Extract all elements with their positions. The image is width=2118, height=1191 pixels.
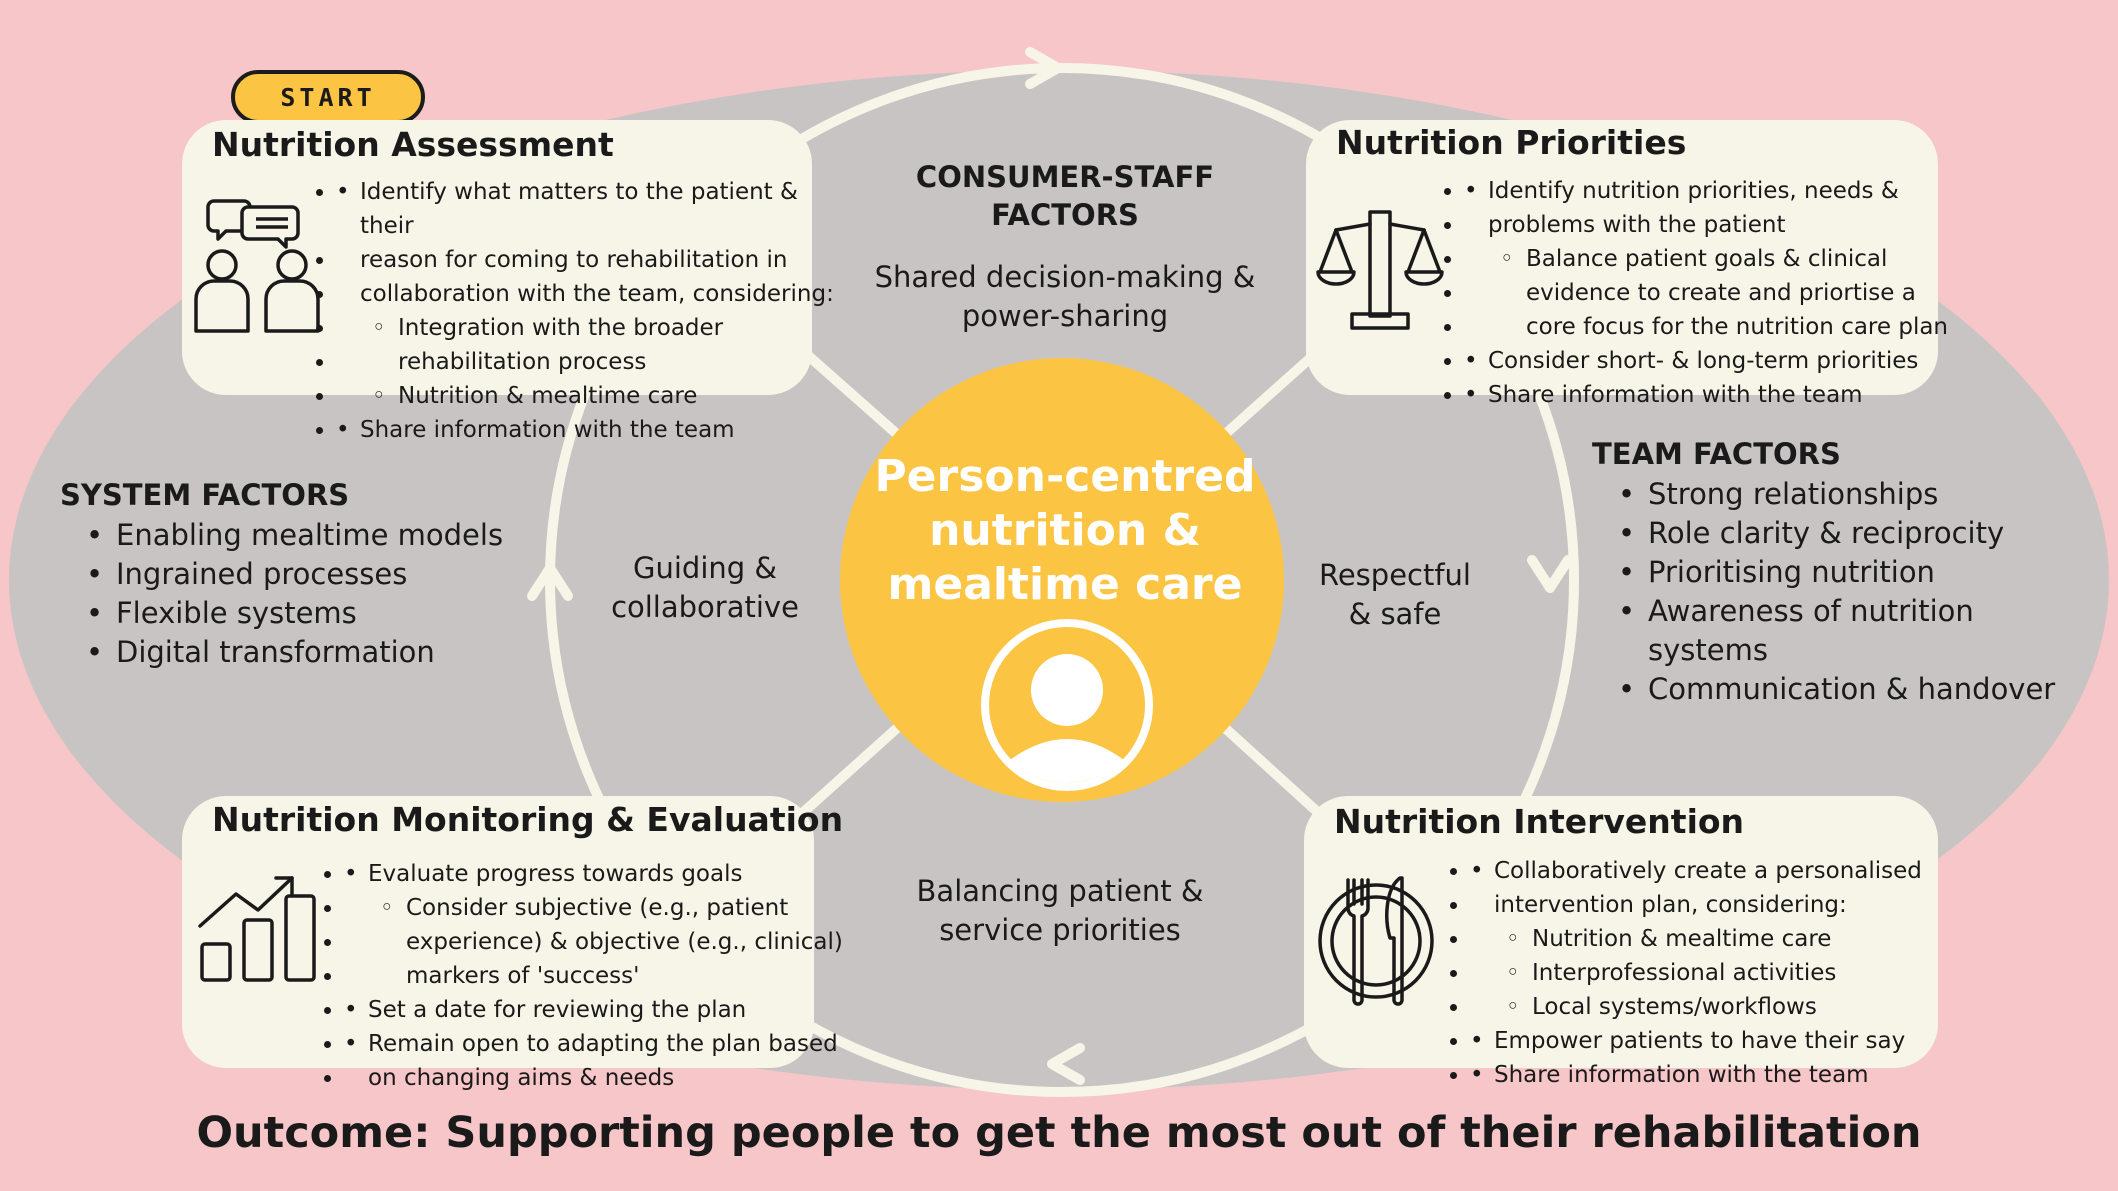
bullet-item: Identify nutrition priorities, needs & [1464,174,1974,208]
consumer-staff-heading: CONSUMER-STAFF FACTORS [865,158,1265,234]
system-factor-item: Ingrained processes [86,555,503,594]
bullet-item: Share information with the team [336,413,846,447]
sub-bullet-item: Nutrition & mealtime care [1470,922,1976,956]
sub-bullet-item: Balance patient goals & clinical [1464,242,1974,276]
team-factor-item: Strong relationships [1618,475,2055,514]
nutrition-intervention-list: Collaboratively create a personalisedint… [1430,854,1976,1092]
balancing-priorities-label: Balancing patient & service priorities [850,872,1270,950]
conversation-people-icon [190,195,325,339]
bullet-item: Consider short- & long-term priorities [1464,344,1974,378]
arrow-bottom-icon [1047,1043,1085,1085]
system-factors-list: Enabling mealtime models Ingrained proce… [86,516,503,672]
guiding-collaborative-label: Guiding & collaborative [590,549,820,627]
balancing-priorities-line: service priorities [939,913,1181,947]
respectful-safe-line: & safe [1348,597,1442,631]
bullet-continuation: intervention plan, considering: [1470,888,1976,922]
system-factors-heading: SYSTEM FACTORS [60,478,350,512]
system-factor-item: Flexible systems [86,594,503,633]
nutrition-assessment-list: Identify what matters to the patient & t… [296,175,846,447]
team-factor-continuation: systems [1648,633,1768,667]
consumer-staff-text-line: power-sharing [961,299,1169,333]
nutrition-priorities-list: Identify nutrition priorities, needs &pr… [1424,174,1974,412]
plate-fork-knife-icon [1316,868,1436,1018]
center-circle [840,358,1284,802]
consumer-staff-heading-line: FACTORS [991,198,1139,232]
system-factor-item: Enabling mealtime models [86,516,503,555]
nutrition-intervention-title: Nutrition Intervention [1334,802,1745,841]
center-title-line: Person-centred [874,451,1256,502]
team-factors-list: Strong relationships Role clarity & reci… [1618,475,2055,709]
bullet-item: Empower patients to have their say [1470,1024,1976,1058]
team-factor-item: Awareness of nutrition [1618,592,2055,631]
center-title-line: mealtime care [887,559,1243,610]
nutrition-assessment-title: Nutrition Assessment [212,125,614,164]
team-factor-item: Role clarity & reciprocity [1618,514,2055,553]
person-avatar-icon [981,619,1153,791]
arrow-right-icon [1527,555,1573,593]
sub-bullet-item: Interprofessional activities [1470,956,1976,990]
nutrition-monitoring-title: Nutrition Monitoring & Evaluation [212,800,844,839]
sub-bullet-item: Consider subjective (e.g., patient [344,891,852,925]
consumer-staff-text-line: Shared decision-making & [874,260,1256,294]
balance-scale-icon [1316,210,1444,336]
bullet-continuation: experience) & objective (e.g., clinical) [344,925,852,959]
start-badge: START [231,70,425,124]
sub-bullet-item: Integration with the broader [336,311,846,345]
arrow-left-icon [527,563,573,601]
bullet-continuation: problems with the patient [1464,208,1974,242]
bullet-continuation: rehabilitation process [336,345,846,379]
bullet-item: Evaluate progress towards goals [344,857,852,891]
bullet-item: Set a date for reviewing the plan [344,993,852,1027]
bullet-item: Share information with the team [1470,1058,1976,1092]
team-factor-item: Prioritising nutrition [1618,553,2055,592]
sub-bullet-item: Local systems/workflows [1470,990,1976,1024]
bullet-continuation: markers of 'success' [344,959,852,993]
bullet-item: Collaboratively create a personalised [1470,854,1976,888]
sub-bullet-item: Nutrition & mealtime care [336,379,846,413]
center-title: Person-centred nutrition & mealtime care [840,450,1290,612]
bullet-item: Remain open to adapting the plan based [344,1027,852,1061]
bullet-continuation: core focus for the nutrition care plan [1464,310,1974,344]
guiding-collaborative-line: collaborative [611,590,799,624]
system-factor-item: Digital transformation [86,633,503,672]
nutrition-priorities-title: Nutrition Priorities [1336,123,1687,162]
team-factor-item: Communication & handover [1618,670,2055,709]
respectful-safe-label: Respectful & safe [1300,556,1490,634]
bullet-continuation: on changing aims & needs [344,1061,852,1095]
bullet-continuation: collaboration with the team, considering… [336,277,846,311]
growth-chart-icon [196,872,326,988]
bullet-continuation: reason for coming to rehabilitation in [336,243,846,277]
bullet-item: Share information with the team [1464,378,1974,412]
consumer-staff-heading-line: CONSUMER-STAFF [915,160,1215,194]
arrow-top-icon [1025,47,1063,89]
team-factors-heading: TEAM FACTORS [1592,437,1841,471]
balancing-priorities-line: Balancing patient & [916,874,1204,908]
guiding-collaborative-line: Guiding & [633,551,777,585]
outcome-statement: Outcome: Supporting people to get the mo… [196,1108,1922,1158]
bullet-continuation: evidence to create and priortise a [1464,276,1974,310]
center-title-line: nutrition & [929,505,1201,556]
respectful-safe-line: Respectful [1318,558,1471,592]
bullet-item: Identify what matters to the patient & t… [336,175,846,243]
consumer-staff-text: Shared decision-making & power-sharing [840,258,1290,336]
nutrition-monitoring-list: Evaluate progress towards goalsConsider … [304,857,852,1095]
box-nutrition-assessment [182,120,812,395]
